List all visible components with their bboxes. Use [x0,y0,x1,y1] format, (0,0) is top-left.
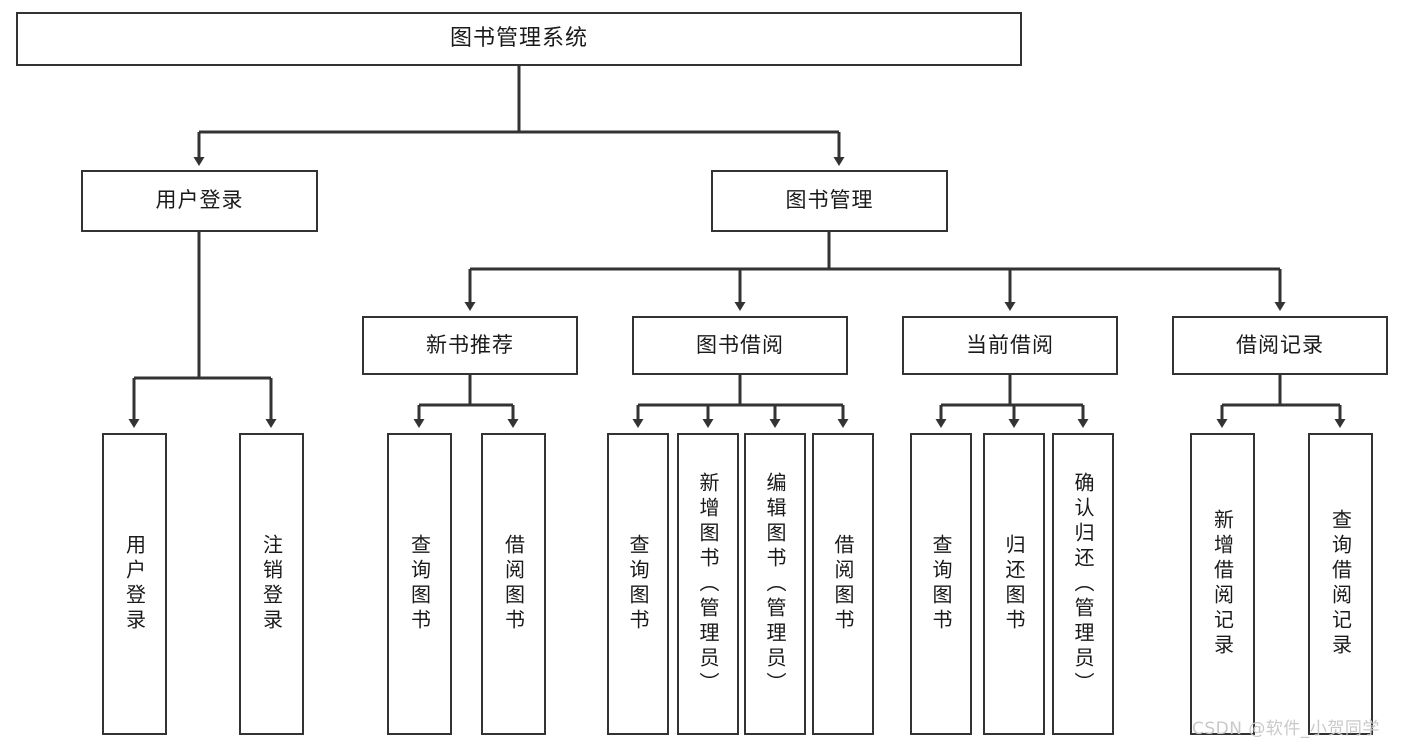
node-leaf-borrow-borrow-book[interactable]: 借阅图书 [812,433,874,735]
node-leaf-current-query-book[interactable]: 查询图书 [910,433,972,735]
node-leaf-borrow-query-book[interactable]: 查询图书 [607,433,669,735]
node-root-system[interactable]: 图书管理系统 [16,12,1022,66]
node-leaf-record-add-record[interactable]: 新增借阅记录 [1190,433,1255,735]
node-leaf-user-logout[interactable]: 注销登录 [239,433,304,735]
node-leaf-record-query-record[interactable]: 查询借阅记录 [1308,433,1373,735]
node-book-borrow[interactable]: 图书借阅 [632,316,848,375]
node-current-borrow[interactable]: 当前借阅 [902,316,1118,375]
node-borrow-record[interactable]: 借阅记录 [1172,316,1388,375]
node-leaf-current-return-book[interactable]: 归还图书 [983,433,1045,735]
node-leaf-user-login[interactable]: 用户登录 [102,433,167,735]
node-leaf-borrow-add-book[interactable]: 新增图书（管理员） [677,433,739,735]
node-leaf-borrow-edit-book[interactable]: 编辑图书（管理员） [744,433,806,735]
node-user-login[interactable]: 用户登录 [81,170,318,232]
csdn-watermark: CSDN @软件_小贺同学 [1192,719,1380,739]
node-leaf-recommend-borrow-book[interactable]: 借阅图书 [481,433,546,735]
node-new-book-recommend[interactable]: 新书推荐 [362,316,578,375]
node-leaf-current-confirm-return[interactable]: 确认归还（管理员） [1052,433,1114,735]
node-book-manage[interactable]: 图书管理 [711,170,948,232]
node-leaf-recommend-query-book[interactable]: 查询图书 [387,433,452,735]
